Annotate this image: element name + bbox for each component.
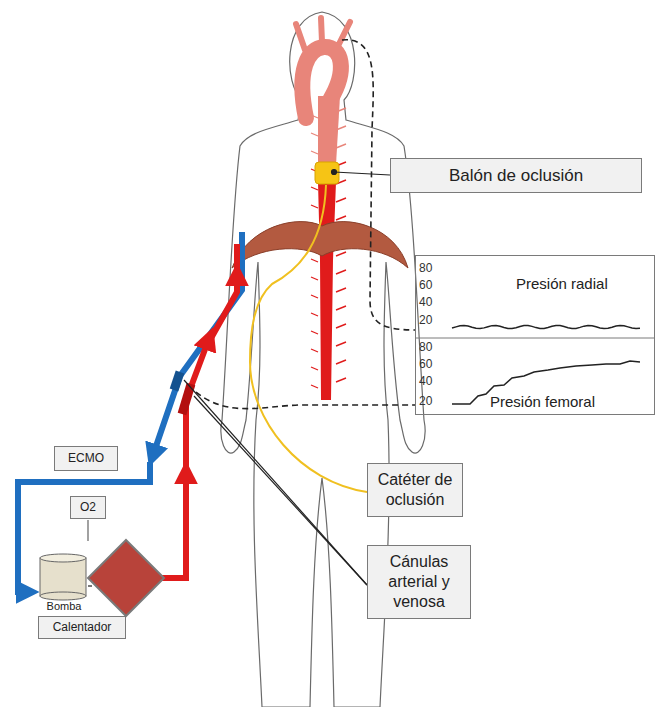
leader-lines xyxy=(184,380,367,585)
leader-lines xyxy=(184,170,390,586)
axis-value: 80 xyxy=(419,341,432,353)
callout-box: Cánulas arterial y venosa xyxy=(367,545,471,619)
branch xyxy=(336,126,346,130)
node-text: Cánulas arterial y venosa xyxy=(374,552,464,612)
branch xyxy=(336,108,346,112)
branch xyxy=(311,295,318,298)
axis-value: 20 xyxy=(419,314,432,326)
branch xyxy=(311,115,318,118)
branch xyxy=(311,133,318,136)
oxygen-box: O2 xyxy=(70,496,106,519)
branch xyxy=(311,349,318,352)
aorta xyxy=(338,22,350,46)
node-text: Bomba xyxy=(34,601,94,612)
leader-lines xyxy=(334,172,390,175)
ecmo-circuit xyxy=(160,470,186,578)
ecmo-circuit xyxy=(210,272,237,340)
branch xyxy=(336,144,346,148)
branch xyxy=(336,270,346,274)
branch xyxy=(336,252,346,256)
ecmo-circuit xyxy=(18,232,242,616)
pressure-traces xyxy=(415,338,655,339)
branch xyxy=(311,277,318,280)
axis-value: 60 xyxy=(419,279,432,291)
branch xyxy=(311,313,318,316)
branch xyxy=(311,205,318,208)
axis-value: 40 xyxy=(419,375,432,387)
axis-value: 20 xyxy=(419,395,432,407)
ecmo-circuit xyxy=(234,244,240,276)
chart-title: Presión radial xyxy=(514,276,610,293)
pressure-panel: Presión radialPresión femoral xyxy=(415,255,655,415)
axis-value: 40 xyxy=(419,296,432,308)
leader-lines xyxy=(332,170,337,175)
axis-value: 80 xyxy=(419,262,432,274)
aorta xyxy=(321,18,322,42)
callout-box: Catéter de oclusión xyxy=(367,463,463,517)
branch xyxy=(336,216,346,220)
venous-cannula xyxy=(174,372,180,390)
arterial-cannula xyxy=(182,384,191,414)
pressure-lines xyxy=(196,40,415,409)
ecmo-box: ECMO xyxy=(54,446,118,471)
branch xyxy=(311,187,318,190)
branch xyxy=(311,367,318,370)
node-text: Catéter de oclusión xyxy=(374,470,456,510)
heater-box: Calentador xyxy=(38,616,126,639)
pump-cylinder: Bomba xyxy=(34,552,94,616)
node-text: Balón de oclusión xyxy=(401,165,631,186)
branch xyxy=(336,360,346,364)
oxygenator xyxy=(88,540,164,616)
branch xyxy=(336,378,346,382)
chart-title: Presión femoral xyxy=(488,394,597,411)
pressure-lines xyxy=(196,392,415,409)
ecmo-circuit xyxy=(88,585,92,587)
branch xyxy=(336,324,346,328)
oxygen-line xyxy=(87,520,88,541)
branch xyxy=(311,385,318,388)
branch xyxy=(336,342,346,346)
callout-box: Balón de oclusión xyxy=(390,158,642,193)
branch xyxy=(336,306,346,310)
diaphragm xyxy=(232,222,408,268)
node-text: Calentador xyxy=(45,620,119,635)
radial-trace xyxy=(452,325,640,328)
branch xyxy=(311,259,318,262)
occlusion-balloon xyxy=(315,162,339,184)
occlusion-catheter xyxy=(250,185,367,492)
branch xyxy=(311,151,318,154)
leader-lines xyxy=(194,396,367,585)
aorta xyxy=(318,182,336,400)
aorta xyxy=(318,96,340,165)
node-text: O2 xyxy=(75,500,101,515)
branch xyxy=(336,198,346,202)
ecmo-circuit xyxy=(152,232,242,458)
branch xyxy=(311,331,318,334)
axis-value: 60 xyxy=(419,358,432,370)
node-text: ECMO xyxy=(61,451,111,466)
aorta xyxy=(296,24,305,50)
branch xyxy=(336,288,346,292)
pressure-traces xyxy=(415,325,655,404)
